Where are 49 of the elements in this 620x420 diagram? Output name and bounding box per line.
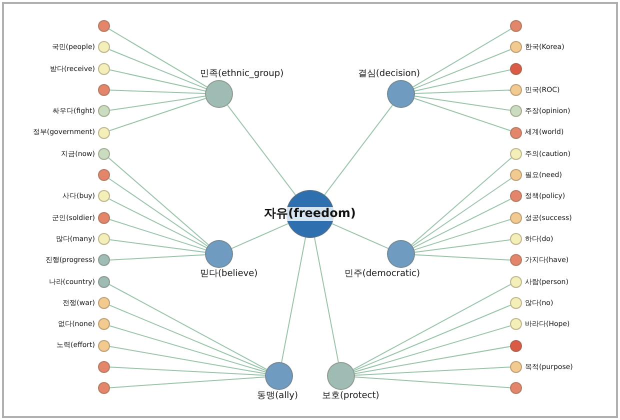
network-link	[354, 346, 511, 374]
network-link	[108, 198, 207, 248]
node-label: 믿다(believe)	[199, 269, 259, 280]
node-label: 민주(democratic)	[343, 269, 421, 280]
network-link	[414, 96, 511, 111]
network-link	[109, 304, 267, 372]
network-link	[109, 239, 206, 253]
node-label: 민족(ethnic_group)	[199, 68, 285, 79]
network-link	[414, 239, 511, 253]
network-link	[411, 157, 512, 246]
network-link	[109, 49, 206, 90]
network-link	[109, 219, 206, 250]
network-link	[109, 98, 206, 132]
network-link	[109, 325, 266, 372]
node-label: 자유(freedom)	[263, 207, 357, 221]
network-link	[414, 90, 510, 94]
network-link	[110, 376, 266, 388]
network-link	[414, 49, 511, 90]
network-link	[354, 366, 510, 376]
node-label: 보호(protect)	[321, 391, 380, 402]
network-link	[110, 90, 206, 94]
network-link	[413, 198, 512, 248]
network-link	[324, 104, 393, 196]
network-link	[110, 254, 206, 260]
node-label: 결심(decision)	[356, 68, 421, 79]
network-link	[412, 178, 512, 247]
node-label: 동맹(ally)	[256, 391, 299, 402]
network-link	[414, 219, 511, 250]
network-link	[227, 104, 296, 196]
network-link	[109, 346, 266, 374]
network-link	[354, 376, 510, 388]
network-link	[412, 28, 512, 88]
network-link	[109, 69, 206, 92]
network-link	[332, 223, 389, 249]
network-link	[414, 98, 511, 132]
network-link	[110, 366, 266, 376]
network-link	[108, 178, 208, 247]
network-link	[414, 254, 510, 260]
network-link	[354, 325, 511, 372]
network-link	[109, 96, 206, 111]
network-link	[108, 284, 268, 370]
network-link	[353, 304, 511, 372]
network-link	[231, 223, 288, 249]
network-link	[108, 28, 208, 88]
network-link	[414, 69, 511, 92]
network-link	[352, 284, 512, 370]
network-link	[314, 237, 339, 363]
network-link	[281, 237, 306, 363]
network-link	[108, 157, 209, 246]
